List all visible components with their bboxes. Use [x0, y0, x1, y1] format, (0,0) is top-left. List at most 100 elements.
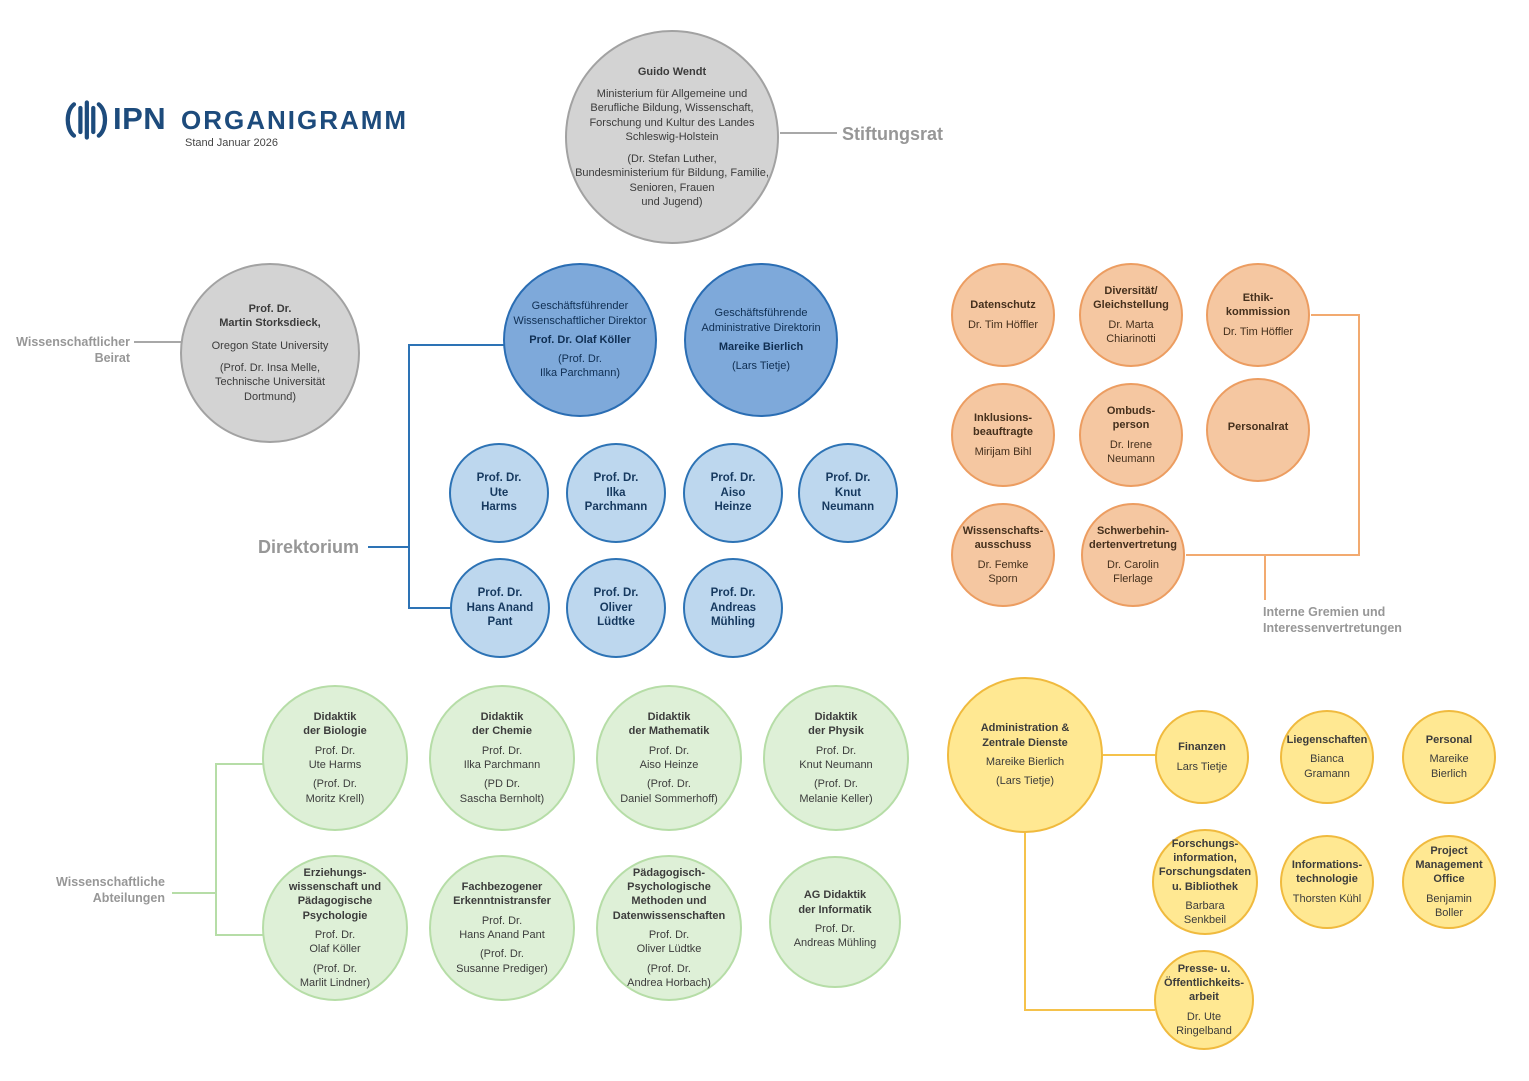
node-gremium-ethikkommission: Ethik- kommission Dr. Tim Höffler [1206, 263, 1310, 367]
node-direktorium-member-neumann: Prof. Dr. Knut Neumann [798, 443, 898, 543]
connector-stiftungsrat [780, 132, 837, 134]
person-name: Dr. Irene Neumann [1107, 438, 1155, 465]
person-name: Prof. Dr. Ilka Parchmann [584, 471, 648, 514]
node-abteilung-chemie: Didaktik der Chemie Prof. Dr. Ilka Parch… [429, 685, 575, 831]
deputy-text: (Prof. Dr. Ilka Parchmann) [539, 353, 621, 380]
node-gremium-diversitaet: Diversität/ Gleichstellung Dr. Marta Chi… [1079, 263, 1183, 367]
person-name: Prof. Dr. Ute Harms [308, 744, 362, 771]
connector-direktorium-vertical [408, 344, 410, 609]
connector-gremien-bottom [1186, 554, 1360, 556]
unit-title: Ethik- kommission [1225, 292, 1291, 319]
unit-title: Erziehungs- wissenschaft und Pädagogisch… [288, 866, 382, 922]
person-name: Prof. Dr. Ute Harms [476, 471, 522, 514]
node-gremium-datenschutz: Datenschutz Dr. Tim Höffler [951, 263, 1055, 367]
unit-title: Pädagogisch- Psychologische Methoden und… [612, 866, 726, 922]
node-verwaltung-liegenschaften: Liegenschaften Bianca Gramann [1280, 710, 1374, 804]
person-name: Prof. Dr. Aiso Heinze [710, 471, 756, 514]
connector-abteilungen-top [215, 763, 263, 765]
person-name: Prof. Dr. Olaf Köller [529, 333, 631, 346]
connector-direktorium-label [368, 546, 410, 548]
deputy-text: (Prof. Dr. Melanie Keller) [799, 778, 873, 805]
connector-direktorium-top [408, 344, 504, 346]
person-name: Barbara Senkbeil [1183, 899, 1227, 927]
unit-title: Fachbezogener Erkenntnistransfer [453, 881, 551, 908]
node-verwaltung-head: Administration & Zentrale Dienste Mareik… [947, 677, 1103, 833]
role-text: Geschäftsführender Wissenschaftlicher Di… [513, 300, 647, 327]
connector-verwaltung-vertical [1024, 833, 1026, 1011]
deputy-text: (Dr. Stefan Luther, Bundesministerium fü… [575, 153, 769, 209]
unit-title: Informations- technologie [1291, 859, 1363, 886]
node-direktor-wissenschaftlich: Geschäftsführender Wissenschaftlicher Di… [503, 263, 657, 417]
person-name: Mareike Bierlich [1429, 753, 1469, 780]
person-name: Prof. Dr. Hans Anand Pant [459, 914, 545, 941]
label-wissenschaftliche-abteilungen: Wissenschaftliche Abteilungen [56, 875, 165, 905]
unit-title: Personal [1425, 734, 1473, 747]
connector-abteilungen-label [172, 892, 216, 894]
person-name: Prof. Dr. Andreas Mühling [793, 923, 877, 950]
node-abteilung-methoden-datenwissenschaften: Pädagogisch- Psychologische Methoden und… [596, 855, 742, 1001]
unit-title: Wissenschafts- ausschuss [962, 524, 1044, 552]
unit-title: Didaktik der Physik [808, 711, 864, 738]
person-name: Prof. Dr. Knut Neumann [821, 471, 875, 514]
person-name: Dr. Carolin Flerlage [1107, 558, 1159, 585]
node-verwaltung-presse: Presse- u. Öffentlichkeits- arbeit Dr. U… [1154, 950, 1254, 1050]
node-abteilung-informatik: AG Didaktik der Informatik Prof. Dr. And… [769, 856, 901, 988]
connector-verwaltung-bottom [1024, 1009, 1155, 1011]
deputy-text: (Prof. Dr. Marlit Lindner) [299, 962, 371, 989]
unit-title: Forschungs- information, Forschungsdaten… [1158, 837, 1252, 893]
node-direktorium-member-heinze: Prof. Dr. Aiso Heinze [683, 443, 783, 543]
node-abteilung-erziehungswissenschaft: Erziehungs- wissenschaft und Pädagogisch… [262, 855, 408, 1001]
person-name: Thorsten Kühl [1292, 892, 1362, 905]
date-stamp: Stand Januar 2026 [185, 137, 278, 149]
person-name: Prof. Dr. Oliver Lüdtke [593, 586, 639, 629]
connector-direktorium-bottom [408, 607, 452, 609]
unit-title: Liegenschaften [1286, 734, 1368, 747]
person-name: Mareike Bierlich [718, 341, 804, 353]
person-name: Dr. Tim Höffler [967, 318, 1039, 331]
node-stiftungsrat: Guido Wendt Ministerium für Allgemeine u… [565, 30, 779, 244]
connector-abteilungen-bottom [215, 934, 263, 936]
deputy-text: (Prof. Dr. Susanne Prediger) [456, 948, 548, 975]
node-direktorium-member-pant: Prof. Dr. Hans Anand Pant [450, 558, 550, 658]
node-gremium-schwerbehindertenvertretung: Schwerbehin- dertenvertretung Dr. Caroli… [1081, 503, 1185, 607]
unit-title: Presse- u. Öffentlichkeits- arbeit [1163, 962, 1245, 1004]
person-name: Dr. Ute Ringelband [1176, 1010, 1232, 1037]
unit-title: Project Management Office [1415, 844, 1483, 886]
node-verwaltung-forschungsinformation: Forschungs- information, Forschungsdaten… [1152, 829, 1258, 935]
unit-title: Didaktik der Chemie [472, 711, 532, 738]
node-verwaltung-personal: Personal Mareike Bierlich [1402, 710, 1496, 804]
deputy-text: (Prof. Dr. Daniel Sommerhoff) [620, 778, 718, 805]
connector-beirat [134, 341, 181, 343]
connector-abteilungen-vertical [215, 763, 217, 936]
deputy-text: (Lars Tietje) [995, 775, 1055, 788]
deputy-text: (Prof. Dr. Moritz Krell) [305, 778, 365, 805]
person-name: Prof. Dr. Oliver Lüdtke [636, 929, 702, 956]
person-name: Bianca Gramann [1304, 753, 1350, 780]
person-name: Guido Wendt [637, 65, 707, 78]
unit-title: Ombuds- person [1106, 404, 1156, 432]
person-name: Prof. Dr. Aiso Heinze [639, 744, 699, 771]
person-name: Benjamin Boller [1426, 892, 1472, 919]
unit-title: Didaktik der Mathematik [628, 711, 710, 738]
org-text: Oregon State University [211, 339, 329, 352]
node-direktorium-member-luedtke: Prof. Dr. Oliver Lüdtke [566, 558, 666, 658]
label-direktorium: Direktorium [258, 537, 360, 557]
unit-title: Schwerbehin- dertenvertretung [1088, 524, 1178, 552]
person-name: Prof. Dr. Ilka Parchmann [463, 744, 541, 771]
person-name: Prof. Dr. Andreas Mühling [709, 586, 757, 629]
page-title: ORGANIGRAMM [181, 105, 409, 135]
person-name: Prof. Dr. Martin Storksdieck, [219, 303, 321, 330]
node-verwaltung-finanzen: Finanzen Lars Tietje [1155, 710, 1249, 804]
node-gremium-ombudsperson: Ombuds- person Dr. Irene Neumann [1079, 383, 1183, 487]
deputy-text: (PD Dr. Sascha Bernholt) [459, 778, 545, 805]
node-direktorium-member-harms: Prof. Dr. Ute Harms [449, 443, 549, 543]
node-verwaltung-project-management-office: Project Management Office Benjamin Bolle… [1402, 835, 1496, 929]
ipn-logo-icon [62, 96, 108, 149]
node-abteilung-physik: Didaktik der Physik Prof. Dr. Knut Neuma… [763, 685, 909, 831]
node-gremium-wissenschaftsausschuss: Wissenschafts- ausschuss Dr. Femke Sporn [951, 503, 1055, 607]
person-name: Dr. Marta Chiarinotti [1106, 318, 1156, 345]
unit-title: Administration & Zentrale Dienste [980, 722, 1070, 749]
unit-title: Inklusions- beauftragte [973, 412, 1033, 439]
connector-gremien-top [1311, 314, 1360, 316]
connector-verwaltung-right [1103, 754, 1156, 756]
